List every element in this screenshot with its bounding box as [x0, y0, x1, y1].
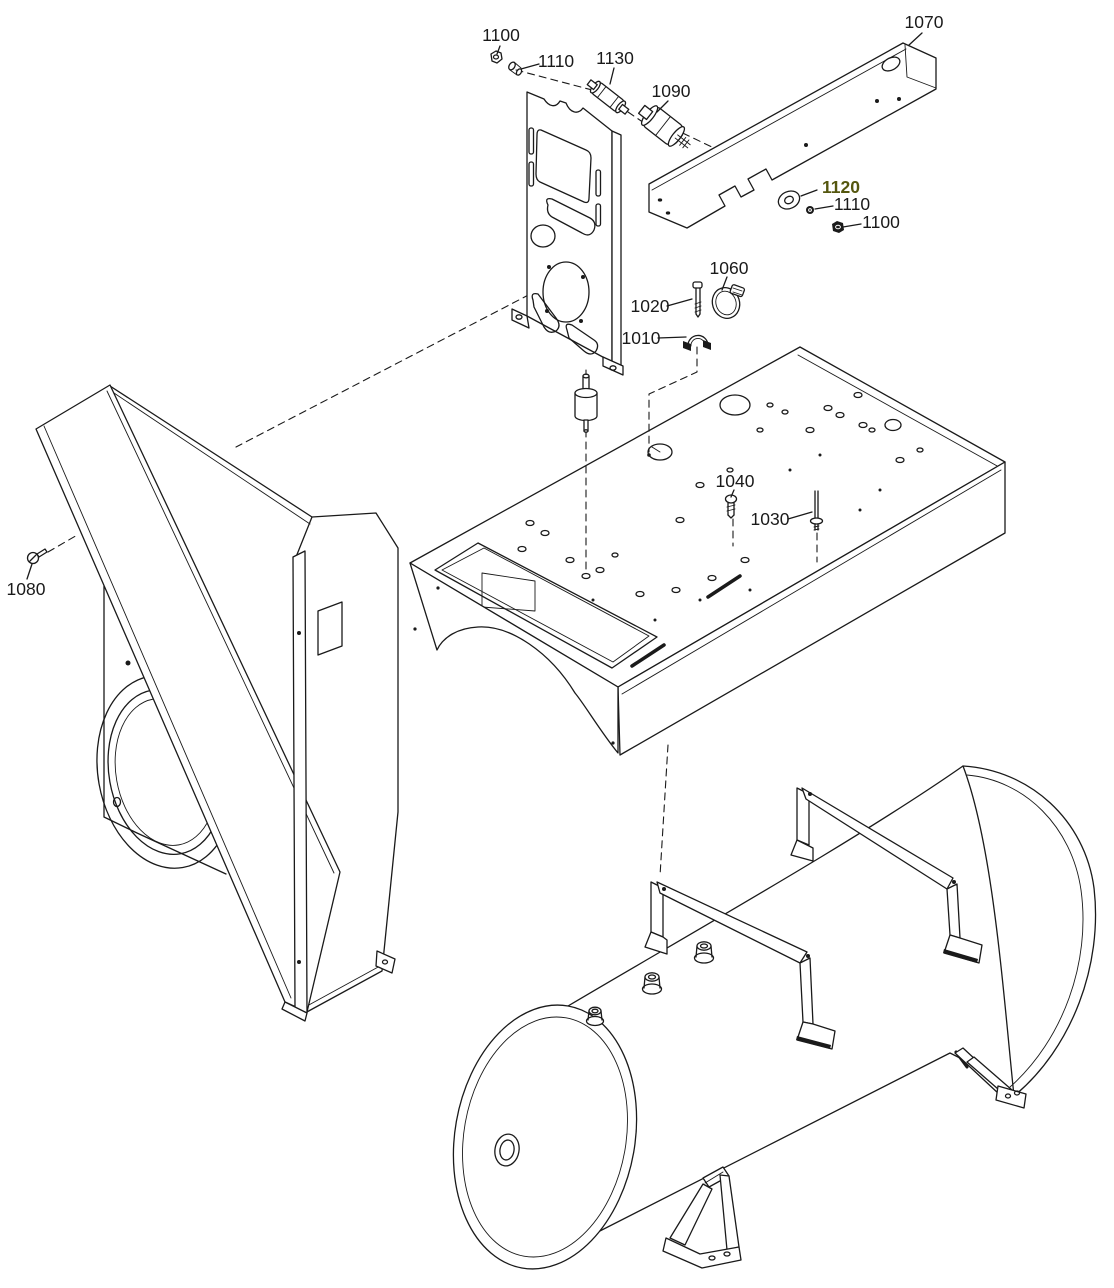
- callout-1030[interactable]: 1030: [751, 509, 790, 529]
- callout-1110-mid[interactable]: 1110: [834, 194, 871, 214]
- callout-1100-top[interactable]: 1100: [482, 25, 520, 45]
- shroud-square-cutout: [317, 601, 343, 656]
- tank-bracket-right: [790, 787, 983, 964]
- air-tank-drawing: [452, 765, 1097, 1270]
- callout-leaders: [26, 32, 923, 580]
- tank-bracket-left: [644, 881, 836, 1050]
- tank-leg-right: [954, 1047, 1027, 1109]
- callout-1020[interactable]: 1020: [631, 296, 670, 316]
- damper-1130: [586, 79, 630, 115]
- nut-1100-top: [490, 50, 503, 64]
- screw-1080: [26, 548, 48, 565]
- callout-labels: 1100 1110 1130 1090 1070 1120 1110 1100 …: [7, 12, 944, 599]
- tank-fittings: [585, 941, 715, 1027]
- base-plate-front-face: [617, 461, 1006, 756]
- callout-1040[interactable]: 1040: [716, 471, 755, 491]
- screw-1030: [809, 490, 824, 531]
- callout-1130[interactable]: 1130: [596, 48, 634, 68]
- cable-clamp-1010: [683, 334, 711, 351]
- nut-1100-mid: [832, 221, 844, 233]
- base-plate-arch-skirt: [409, 562, 619, 754]
- callout-1100-mid[interactable]: 1100: [862, 212, 900, 232]
- callout-1120-highlighted[interactable]: 1120: [822, 177, 860, 197]
- washer-1120-drawing: [777, 190, 801, 210]
- callout-1080[interactable]: 1080: [7, 579, 46, 599]
- shroud-column-edge: [292, 550, 308, 1014]
- hose-clamp-1060: [711, 284, 746, 319]
- callout-1070[interactable]: 1070: [905, 12, 944, 32]
- base-plate-drawing: [409, 346, 1006, 756]
- damper-1090: [637, 104, 691, 149]
- callout-1060[interactable]: 1060: [710, 258, 749, 278]
- bolt-1020: [692, 281, 703, 318]
- support-beam-drawing: [648, 42, 937, 229]
- tank-leg-left: [662, 1166, 742, 1269]
- alignment-lines: [47, 69, 818, 877]
- rubber-mount-drawing: [574, 373, 598, 433]
- callout-1010[interactable]: 1010: [622, 328, 661, 348]
- fan-shroud-assembly-drawing: [35, 384, 399, 1022]
- pin-1110-mid: [806, 206, 814, 214]
- pin-1110-top: [508, 61, 523, 76]
- mounting-panel-drawing: [511, 91, 624, 376]
- shroud-diagonal-band: [35, 384, 341, 1013]
- callout-1110-top[interactable]: 1110: [538, 51, 575, 71]
- base-plate-holes: [517, 391, 924, 668]
- callout-1090[interactable]: 1090: [652, 81, 691, 101]
- screw-1040: [724, 494, 738, 519]
